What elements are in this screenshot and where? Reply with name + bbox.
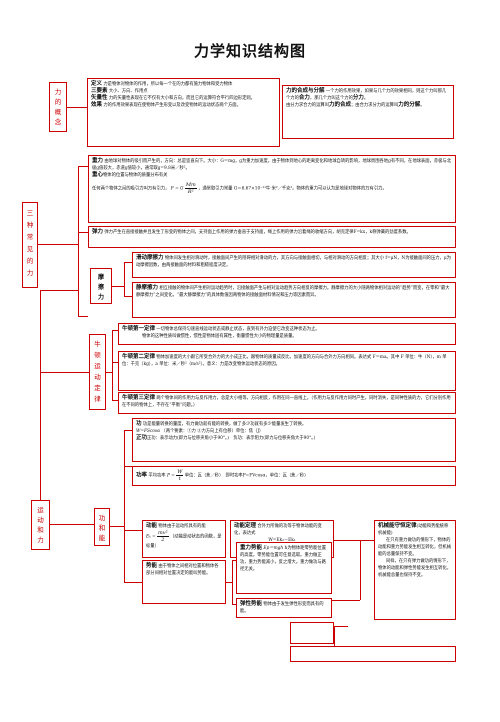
sliding-friction-box: 滑动摩擦力 物体间发生相对滑动时，接触面间产生的阻碍相对滑动的力，其方向与接触面… [132, 252, 456, 278]
newton-second-box: 牛顿第二定律 物体加速度的大小跟它所受合外力的大小成正比，跟物体的质量成反比，加… [118, 351, 456, 391]
forces-side-label: 三种常见的力 [22, 202, 38, 288]
concept-box: 定义 力是物体对物体的作用，所以每一个在的力都有施力物体和受力物体 三要素 大小… [87, 78, 280, 147]
elastic-potential-box: 弹性势能 物体由于发生弹性形变而具有的能。 [236, 598, 332, 618]
concept-side-label: 力的概念 [49, 82, 67, 132]
friction-side-label: 摩擦力 [90, 268, 112, 304]
gravity-potential-box: 重力势能 Ep＝mgh h为物体距零势能位置的高度。零势能位置可任意选取。重力做… [236, 542, 332, 594]
newton-side-label: 牛顿运动定律 [89, 334, 106, 410]
compose-box: 力的合成与分解 一个力的作用效果，如果与几个力的效果相同，则这个力叫那几个力的合… [282, 85, 454, 139]
conservation-box: 机械能守恒定律(动能和势能统称机械能) 在只有重力做功的情形下，物体的动能和重力… [374, 520, 456, 620]
work-box: 功 功是能量转换的量度，有力做功就有能的转换，做了多少功就有多少能量发生了转换。… [132, 418, 456, 462]
energy-side-label: 功和能 [94, 508, 110, 546]
blank-box-2 [290, 646, 456, 662]
motion-side-label: 运动和力 [31, 500, 50, 550]
blank-box-1 [290, 622, 334, 644]
potential-box: 势能 由于物体之间相对位置和物体各部分间相对位置决定的能叫势能。 [142, 560, 226, 604]
newton-first-box: 牛顿第一定律 一切物体总保持匀速直线运动状态或静止状态，直到有外力迫使它改变这种… [118, 323, 456, 345]
static-friction-box: 静摩擦力 相互接触的物体间产生相对运动趋势时，沿接触面产生与相对运动趋势方向相反… [132, 282, 456, 318]
newton-third-box: 牛顿第三定律 两个物体间的作用力与反作用力，总是大小相等，方向相反，作用在同一直… [118, 392, 456, 414]
elastic-box: 弹力 弹力产生在直接接触并且发生了形变的物体之间，支持面上作用的弹力垂直于支持面… [88, 226, 456, 248]
page-title: 力学知识结构图 [193, 42, 306, 60]
gravity-box: 重力 由地球对物体的吸引而产生的，方向：总是竖直向下。大小：G＝mg，g为重力加… [88, 155, 456, 223]
